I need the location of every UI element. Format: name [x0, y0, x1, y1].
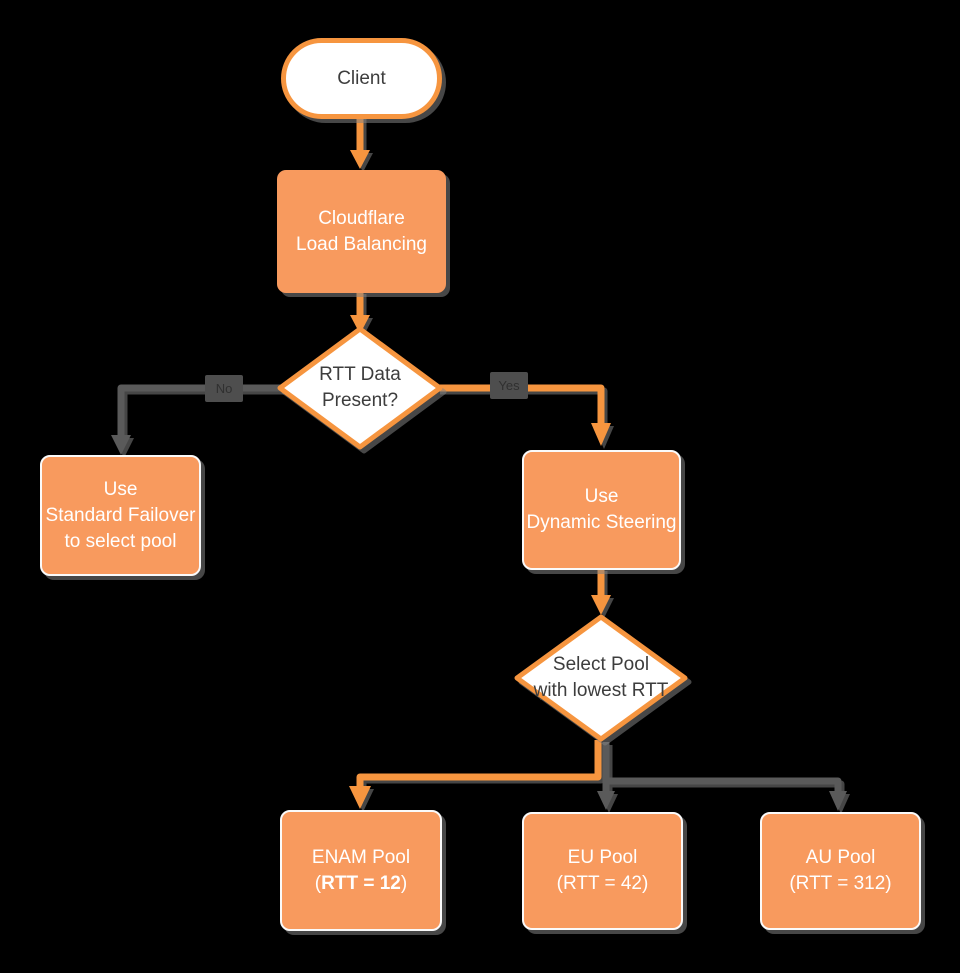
node-standard-failover-line1: Use	[103, 478, 138, 500]
edge-to-au-path	[606, 777, 842, 793]
edge-label-yes: Yes	[490, 372, 528, 399]
arrowhead-to-rtt-decision	[350, 315, 370, 334]
node-select-pool-line2: with lowest RTT	[533, 680, 669, 701]
node-standard-failover: Use Standard Failover to select pool	[40, 455, 201, 576]
edge-no-path	[117, 384, 285, 437]
node-eu-pool-line1: EU Pool	[567, 847, 638, 868]
node-client: Client	[281, 38, 442, 119]
node-enam-pool-line1: ENAM Pool	[311, 846, 411, 868]
node-load-balancer: Cloudflare Load Balancing	[277, 170, 446, 293]
edge-label-no: No	[205, 375, 243, 402]
node-rtt-decision: RTT Data Present?	[277, 326, 443, 450]
node-eu-pool-line2: (RTT = 42)	[556, 873, 649, 894]
node-rtt-decision-line2: Present?	[321, 390, 399, 411]
arrowhead-to-load-balancer	[350, 150, 370, 169]
arrowhead-to-enam-pool	[349, 786, 371, 809]
select-pool-diamond-shape	[514, 614, 688, 742]
node-load-balancer-line1: Cloudflare	[318, 207, 405, 229]
node-standard-failover-line2: Standard Failover	[45, 504, 196, 526]
node-au-pool-line1: AU Pool	[805, 847, 876, 868]
node-rtt-decision-line1: RTT Data	[319, 364, 401, 385]
arrowhead-to-dynamic-steering	[591, 423, 611, 446]
arrowhead-to-select-pool	[591, 595, 611, 615]
node-select-pool: Select Pool with lowest RTT	[514, 614, 688, 742]
node-au-pool-line2: (RTT = 312)	[789, 873, 892, 894]
rtt-decision-diamond-shape	[277, 326, 443, 450]
arrowhead-to-eu-pool	[597, 791, 615, 810]
node-dynamic-steering: Use Dynamic Steering	[522, 450, 681, 570]
edge-label-yes-text: Yes	[498, 378, 520, 393]
node-select-pool-line1: Select Pool	[552, 654, 650, 675]
edge-label-no-text: No	[215, 381, 233, 396]
node-dynamic-steering-line1: Use	[584, 486, 619, 507]
node-au-pool: AU Pool (RTT = 312)	[760, 812, 921, 930]
arrowhead-to-standard-failover	[111, 435, 131, 455]
arrowhead-to-au-pool	[829, 791, 847, 811]
node-dynamic-steering-line2: Dynamic Steering	[526, 512, 677, 533]
node-eu-pool: EU Pool (RTT = 42)	[522, 812, 683, 930]
node-load-balancer-line2: Load Balancing	[296, 233, 427, 255]
enam-rtt-value: RTT = 12	[321, 872, 401, 894]
node-enam-pool-line2: (RTT = 12)	[314, 872, 408, 894]
node-client-label: Client	[337, 67, 386, 89]
node-enam-pool: ENAM Pool (RTT = 12)	[280, 810, 442, 931]
node-standard-failover-line3: to select pool	[64, 530, 177, 552]
edge-to-enam-path	[356, 740, 602, 788]
